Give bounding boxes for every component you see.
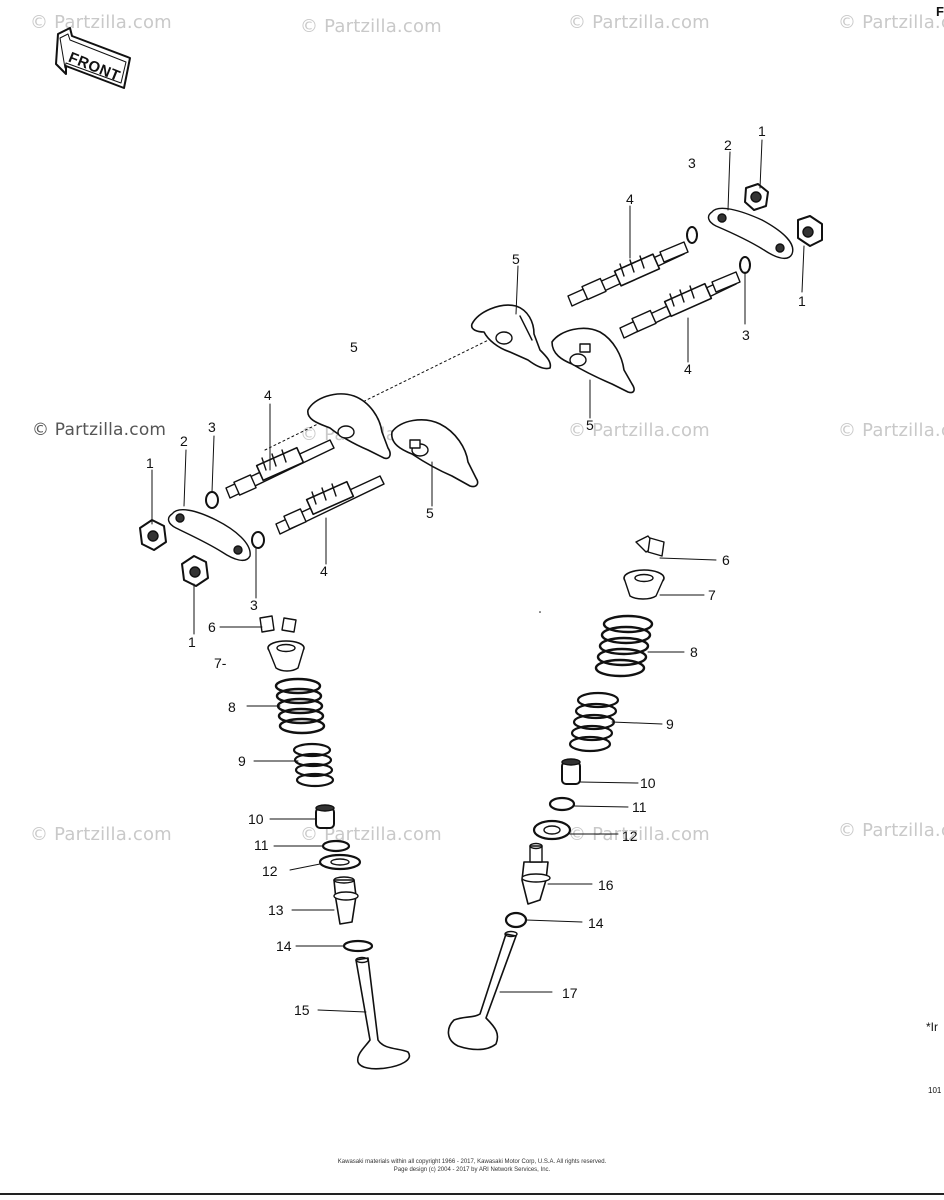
callout-10: 10	[248, 811, 264, 827]
callout-16: 16	[598, 877, 614, 893]
bottom-rule	[0, 1193, 944, 1195]
callout-5: 5	[512, 251, 520, 267]
callout-2: 2	[180, 433, 188, 449]
callout-2: 2	[724, 137, 732, 153]
watermark: © Partzilla.com	[568, 420, 710, 441]
valve-spring-icon	[274, 677, 326, 735]
callout-10: 10	[640, 775, 656, 791]
callout-4: 4	[264, 387, 272, 403]
watermark: © Partzilla.com	[32, 420, 167, 440]
rocker-shaft-icon	[619, 271, 741, 339]
right-valve-stack	[447, 535, 665, 1051]
rocker-shaft-icon	[225, 439, 335, 499]
callout-17: 17	[562, 985, 578, 1001]
callout-1: 1	[188, 634, 196, 650]
watermark: © Partzilla.com	[838, 12, 944, 33]
callout-3: 3	[742, 327, 750, 343]
valve-spring-icon	[292, 742, 335, 788]
rocker-shaft-icon	[275, 475, 385, 535]
valve-spring-icon	[568, 691, 620, 753]
callout-8: 8	[690, 644, 698, 660]
callout-5: 5	[586, 417, 594, 433]
callout-8: 8	[228, 699, 236, 715]
callout-4: 4	[626, 191, 634, 207]
callout-11: 11	[254, 837, 269, 853]
rocker-arm-icon	[470, 304, 552, 370]
copyright-footer: Kawasaki materials within all copyright …	[0, 1158, 944, 1174]
leader-lines	[151, 139, 805, 1013]
watermark: © Partzilla.com	[838, 420, 944, 441]
assembly-axis-line	[264, 321, 526, 451]
copyright-line: Page design (c) 2004 - 2017 by ARI Netwo…	[393, 1167, 551, 1173]
watermark: © Partzilla.com	[300, 16, 442, 37]
valve-spring-icon	[594, 614, 654, 678]
callout-14: 14	[276, 938, 292, 954]
left-group	[139, 393, 479, 587]
callout-6: 6	[208, 619, 216, 635]
callout-3: 3	[688, 155, 696, 171]
callout-4: 4	[684, 361, 692, 377]
rocker-arm-icon	[391, 419, 479, 488]
callout-1: 1	[798, 293, 806, 309]
rocker-arm-icon	[551, 327, 635, 394]
edge-code: 101	[928, 1086, 942, 1095]
watermark: © Partzilla.com	[30, 12, 172, 33]
callout-1: 1	[758, 123, 766, 139]
callout-1: 1	[146, 455, 154, 471]
valve-icon	[447, 930, 518, 1051]
watermark: © Partzilla.com	[838, 820, 944, 841]
callout-5: 5	[350, 339, 358, 355]
callout-11: 11	[632, 799, 647, 815]
nut-icon	[181, 555, 209, 587]
callout-13: 13	[268, 902, 284, 918]
copyright-line: Kawasaki materials within all copyright …	[337, 1159, 607, 1165]
callout-4: 4	[320, 563, 328, 579]
edge-fragment: F	[936, 4, 944, 19]
callout-9: 9	[666, 716, 674, 732]
valve-icon	[355, 956, 411, 1070]
watermark: © Partzilla.com	[568, 824, 710, 845]
left-valve-stack	[259, 615, 411, 1070]
callout-7: 7-	[214, 655, 227, 671]
nut-icon	[744, 183, 769, 211]
nut-icon	[139, 519, 167, 551]
callout-12: 12	[262, 863, 278, 879]
callout-14: 14	[588, 915, 604, 931]
watermark: © Partzilla.com	[300, 824, 442, 845]
upper-right-group	[470, 183, 823, 394]
nut-icon	[797, 215, 823, 247]
watermark: © Partzilla.com	[568, 12, 710, 33]
callout-5: 5	[426, 505, 434, 521]
front-arrow-icon	[55, 27, 131, 89]
callout-6: 6	[722, 552, 730, 568]
callout-3: 3	[250, 597, 258, 613]
callout-12: 12	[622, 828, 638, 844]
callout-9: 9	[238, 753, 246, 769]
callout-3: 3	[208, 419, 216, 435]
callout-15: 15	[294, 1002, 310, 1018]
watermark: © Partzilla.com	[30, 824, 172, 845]
callout-7: 7	[708, 587, 716, 603]
rocker-shaft-icon	[567, 241, 689, 307]
edge-note: *Ir	[926, 1020, 938, 1034]
rocker-arm-icon	[307, 393, 391, 460]
